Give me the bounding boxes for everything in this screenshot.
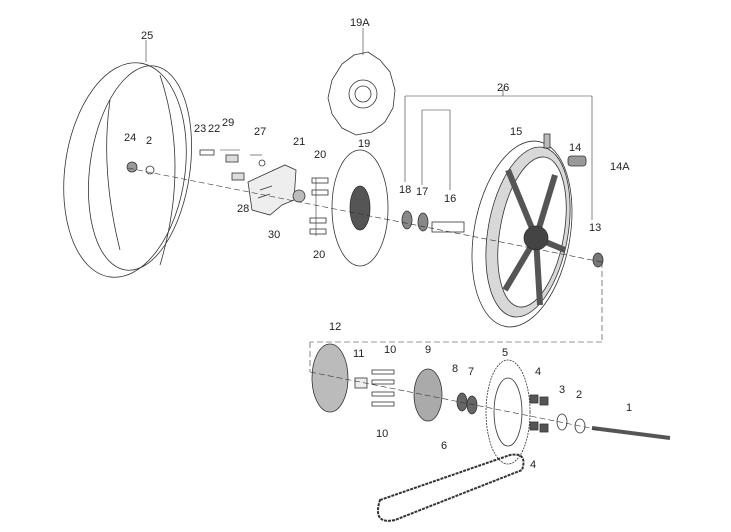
callout-26: 26: [497, 82, 510, 94]
brake-disc-part-19: [331, 149, 389, 267]
rear-rim-part-15: [471, 140, 573, 328]
callout-20-top: 20: [314, 149, 327, 161]
callout-7: 7: [468, 366, 475, 378]
callout-6: 6: [441, 440, 448, 452]
callout-1: 1: [626, 402, 633, 414]
callout-17: 17: [416, 186, 429, 198]
drive-chain-part-6: [376, 453, 525, 522]
callout-3: 3: [559, 384, 566, 396]
hub-sprocket-assembly: [311, 343, 671, 465]
callout-10-bottom: 10: [376, 428, 389, 440]
callout-13: 13: [589, 222, 602, 234]
callout-29: 29: [222, 117, 235, 129]
callout-14: 14: [569, 142, 582, 154]
axle-centerlines: [127, 167, 603, 431]
callout-4-top: 4: [535, 366, 542, 378]
callout-12: 12: [329, 321, 342, 333]
callout-28: 28: [237, 203, 250, 215]
callout-19: 19: [358, 138, 371, 150]
rear-brake-disc-part-19A: [327, 51, 396, 136]
tire-part-25: [63, 62, 192, 278]
callout-4-bottom: 4: [530, 459, 537, 471]
callout-27: 27: [254, 126, 267, 138]
caliper-bracket-part-30: [247, 164, 297, 216]
callout-2-top: 2: [146, 135, 153, 147]
callout-30: 30: [268, 229, 281, 241]
callout-18: 18: [399, 184, 412, 196]
callout-10-top: 10: [384, 344, 397, 356]
callout-23: 23: [194, 123, 207, 135]
callout-25: 25: [141, 30, 154, 42]
axle-hardware-parts: [126, 133, 604, 268]
callout-15: 15: [510, 126, 523, 138]
callout-19A: 19A: [350, 17, 370, 29]
callout-2-bottom: 2: [576, 389, 583, 401]
callout-5: 5: [502, 347, 509, 359]
callout-24: 24: [124, 132, 137, 144]
callout-21: 21: [293, 136, 306, 148]
callout-14A: 14A: [610, 161, 630, 173]
callout-8: 8: [452, 363, 459, 375]
callout-11: 11: [353, 348, 365, 360]
callout-9: 9: [425, 344, 432, 356]
callout-20-bottom: 20: [313, 249, 326, 261]
callout-22: 22: [208, 123, 221, 135]
leader-lines: [145, 28, 593, 236]
callout-16: 16: [444, 193, 457, 205]
